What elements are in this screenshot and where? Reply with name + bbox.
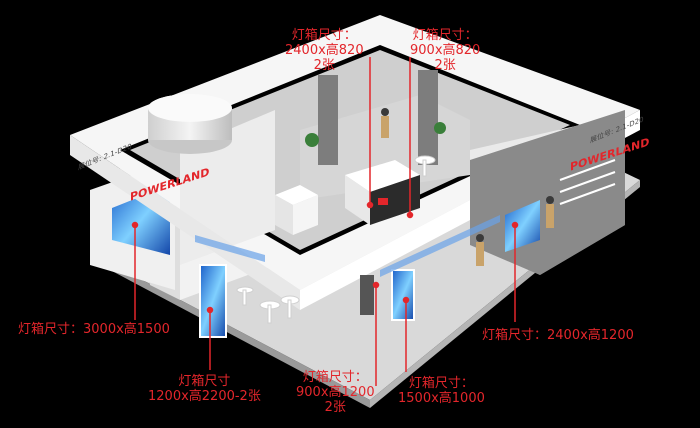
- annotation-bottom-mid-line2: 900x高1200: [296, 385, 375, 400]
- plants: [305, 122, 446, 147]
- annotation-bottom-left: 灯箱尺寸 1200x高2200-2张: [148, 374, 261, 404]
- annotation-top-right-line1: 灯箱尺寸：: [412, 28, 478, 43]
- floor-edge: [95, 255, 370, 408]
- annotation-bottom-left-line2: 1200x高2200-2张: [148, 389, 261, 404]
- annotation-top-left-line2: 2400x高820: [285, 43, 364, 58]
- annotation-top-right-line3: 2张: [434, 58, 456, 73]
- center-counter: [345, 160, 420, 225]
- annotation-bottom-mid-line3: 2张: [324, 400, 346, 415]
- right-screen: [505, 200, 540, 252]
- annotation-right: 灯箱尺寸：2400x高1200: [482, 328, 634, 343]
- right-shelves: [559, 159, 616, 205]
- annotation-bottom-right-line2: 1500x高1000: [398, 391, 485, 406]
- annotation-top-right: 灯箱尺寸： 900x高820 2张: [410, 28, 480, 73]
- annotation-bottom-mid: 灯箱尺寸： 900x高1200 2张: [296, 370, 375, 415]
- annotation-left: 灯箱尺寸：3000x高1500: [18, 322, 170, 337]
- annotation-bottom-mid-line1: 灯箱尺寸：: [302, 370, 368, 385]
- annotation-top-left: 灯箱尺寸： 2400x高820 2张: [285, 28, 364, 73]
- people: [381, 108, 554, 266]
- left-counter: [275, 185, 318, 235]
- tables-chairs: [236, 155, 436, 324]
- header-front-left: [70, 135, 300, 310]
- header-blue-strip-right: [380, 215, 500, 277]
- annotation-bottom-right: 灯箱尺寸： 1500x高1000: [398, 376, 485, 406]
- annotation-top-right-line2: 900x高820: [410, 43, 481, 58]
- annotation-bottom-right-line1: 灯箱尺寸：: [408, 376, 474, 391]
- annotation-top-left-line3: 2张: [313, 58, 335, 73]
- annotation-top-left-line1: 灯箱尺寸：: [291, 28, 357, 43]
- annotation-bottom-left-line1: 灯箱尺寸: [178, 374, 231, 389]
- header-blue-strip-left: [195, 235, 265, 262]
- front-lightbox-mid: [391, 269, 415, 321]
- front-lightbox-left: [199, 264, 227, 338]
- annotation-lines: [131, 57, 519, 386]
